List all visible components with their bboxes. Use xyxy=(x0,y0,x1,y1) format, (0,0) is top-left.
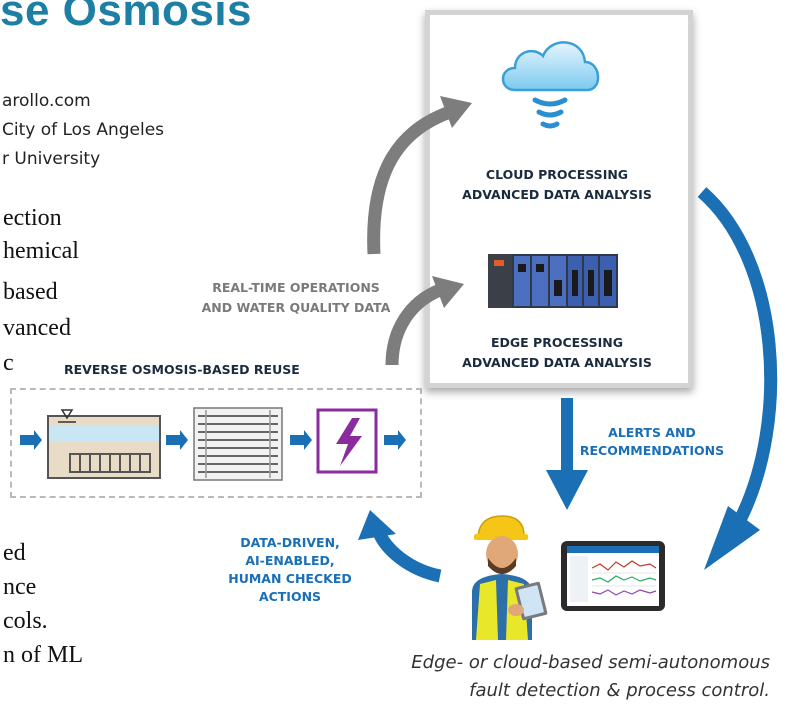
author-line-1: arollo.com xyxy=(2,91,91,111)
body-text-line: c xyxy=(3,350,14,376)
body-text-line: n of ML xyxy=(3,642,83,668)
actions-label-line4: ACTIONS xyxy=(258,589,322,604)
alerts-label-line1: ALERTS AND xyxy=(608,425,696,440)
author-line-2: City of Los Angeles xyxy=(2,120,165,140)
tablet-dashboard-icon xyxy=(561,541,665,611)
caption-line2: fault detection & process control. xyxy=(469,680,770,701)
body-text-line: based xyxy=(3,279,58,305)
body-text-line: hemical xyxy=(3,238,79,264)
edge-label-line1: EDGE PROCESSING xyxy=(490,335,623,350)
ro-process-diagram xyxy=(20,407,406,481)
edge-controller-icon xyxy=(488,254,618,308)
body-text-line: nce xyxy=(3,574,37,600)
edge-label-line2: ADVANCED DATA ANALYSIS xyxy=(462,355,652,370)
realtime-label-line1: REAL-TIME OPERATIONS xyxy=(212,280,380,295)
ro-process-box xyxy=(10,388,422,498)
author-line-3: r University xyxy=(2,149,101,169)
body-text-line: ection xyxy=(3,205,62,231)
operator-icon xyxy=(472,515,548,640)
actions-label-line1: DATA-DRIVEN, xyxy=(240,535,340,550)
flow-arrow-icon xyxy=(166,430,188,450)
alerts-label-line2: RECOMMENDATIONS xyxy=(579,443,725,458)
body-text-line: vanced xyxy=(3,315,71,341)
cloud-label-line1: CLOUD PROCESSING xyxy=(485,167,629,182)
actions-label-line3: HUMAN CHECKED xyxy=(228,571,352,586)
actions-label-line2: AI-ENABLED, xyxy=(245,553,335,568)
cloud-icon xyxy=(501,41,600,129)
flow-arrow-icon xyxy=(290,430,312,450)
body-text-line: ed xyxy=(3,540,26,566)
ro-title: REVERSE OSMOSIS-BASED REUSE xyxy=(64,362,300,377)
flow-arrow-icon xyxy=(20,430,42,450)
body-text-line: cols. xyxy=(3,608,48,634)
flow-arrow-icon xyxy=(384,430,406,450)
slide-title: se Osmosis xyxy=(0,0,253,35)
caption-line1: Edge- or cloud-based semi-autonomous xyxy=(411,652,770,673)
realtime-label-line2: AND WATER QUALITY DATA xyxy=(201,300,391,315)
cloud-label-line2: ADVANCED DATA ANALYSIS xyxy=(462,187,652,202)
